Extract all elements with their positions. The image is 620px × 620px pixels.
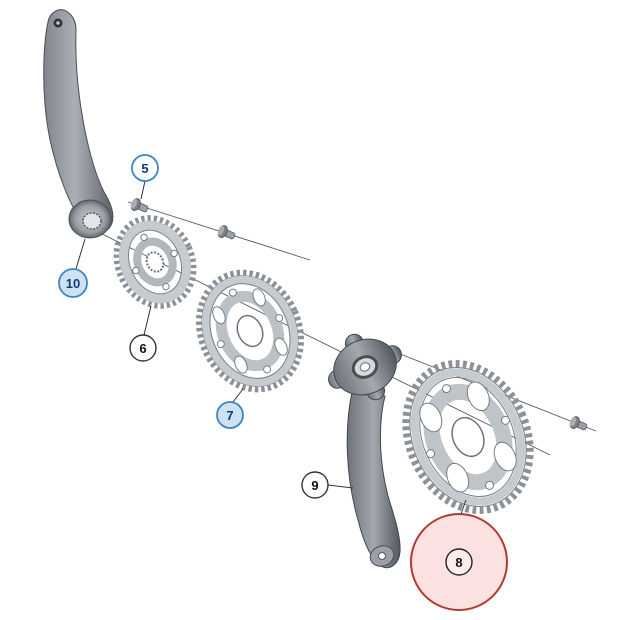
right-crank-arm[interactable] [315,319,415,569]
fixing-bolt-3[interactable] [568,415,589,433]
callout-9[interactable]: 9 [301,471,329,499]
spline-hole [145,251,165,273]
crank-spider [328,333,402,401]
callout-6[interactable]: 6 [129,334,157,362]
middle-chainring[interactable] [181,256,319,405]
callout-10[interactable]: 10 [58,268,88,298]
center-hole [451,416,485,458]
callout-5[interactable]: 5 [131,154,159,182]
svg-text:10: 10 [66,276,80,291]
axle-spline-hole [82,212,102,230]
center-hole [236,314,264,348]
svg-text:5: 5 [141,161,148,176]
leader-lines [75,180,467,515]
callout-7[interactable]: 7 [216,401,244,429]
svg-text:7: 7 [226,408,233,423]
svg-text:9: 9 [311,478,318,493]
large-chainring[interactable] [383,344,553,531]
highlight-ring [410,513,508,611]
svg-text:6: 6 [139,341,146,356]
left-crank-arm[interactable] [43,9,114,239]
svg-text:8: 8 [455,555,462,570]
fixing-bolt-2[interactable] [216,224,237,242]
callout-8-highlighted[interactable]: 8 [410,513,508,611]
fixing-bolt-1[interactable] [129,197,150,215]
